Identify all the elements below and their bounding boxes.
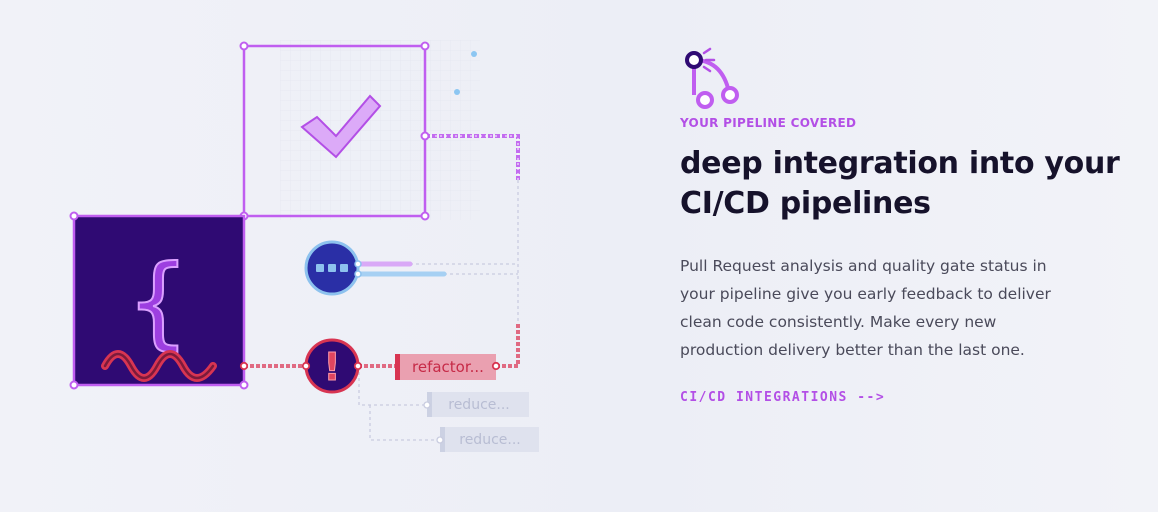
pipeline-illustration: { ! [69, 40, 539, 452]
refactor-tag: refactor... [395, 354, 501, 380]
reduce-tag-2: reduce... [436, 427, 539, 452]
reduce-label-2: reduce... [459, 432, 520, 448]
reduce-label-1: reduce... [448, 397, 509, 413]
reduce-tag-1: reduce... [423, 392, 529, 417]
curly-brace-icon: { [126, 243, 190, 360]
feature-text: YOUR PIPELINE COVERED deep integration i… [680, 40, 1120, 405]
headline-line-2: CI/CD pipelines [680, 186, 931, 221]
checkmark-icon [300, 94, 382, 159]
check-connector [425, 134, 520, 180]
decor-dot [471, 51, 477, 57]
code-block-box: { [69, 211, 249, 390]
feature-description: Pull Request analysis and quality gate s… [680, 257, 1051, 359]
headline-line-1: deep integration into your [680, 146, 1120, 181]
dotted-connectors [358, 180, 519, 441]
pipeline-branch-icon [685, 47, 739, 109]
exclamation-icon: ! [323, 345, 340, 389]
info-node [304, 240, 447, 296]
more-icon [316, 264, 348, 272]
red-pipeline [244, 322, 520, 368]
ci-cd-integrations-link[interactable]: CI/CD INTEGRATIONS --> [680, 390, 886, 405]
checkmark-box [239, 41, 430, 221]
feature-headline: deep integration into your CI/CD pipelin… [680, 144, 1120, 224]
decor-dot [454, 89, 460, 95]
alert-node: ! [239, 338, 363, 394]
refactor-label: refactor... [412, 358, 484, 376]
eyebrow-label: YOUR PIPELINE COVERED [680, 116, 857, 130]
